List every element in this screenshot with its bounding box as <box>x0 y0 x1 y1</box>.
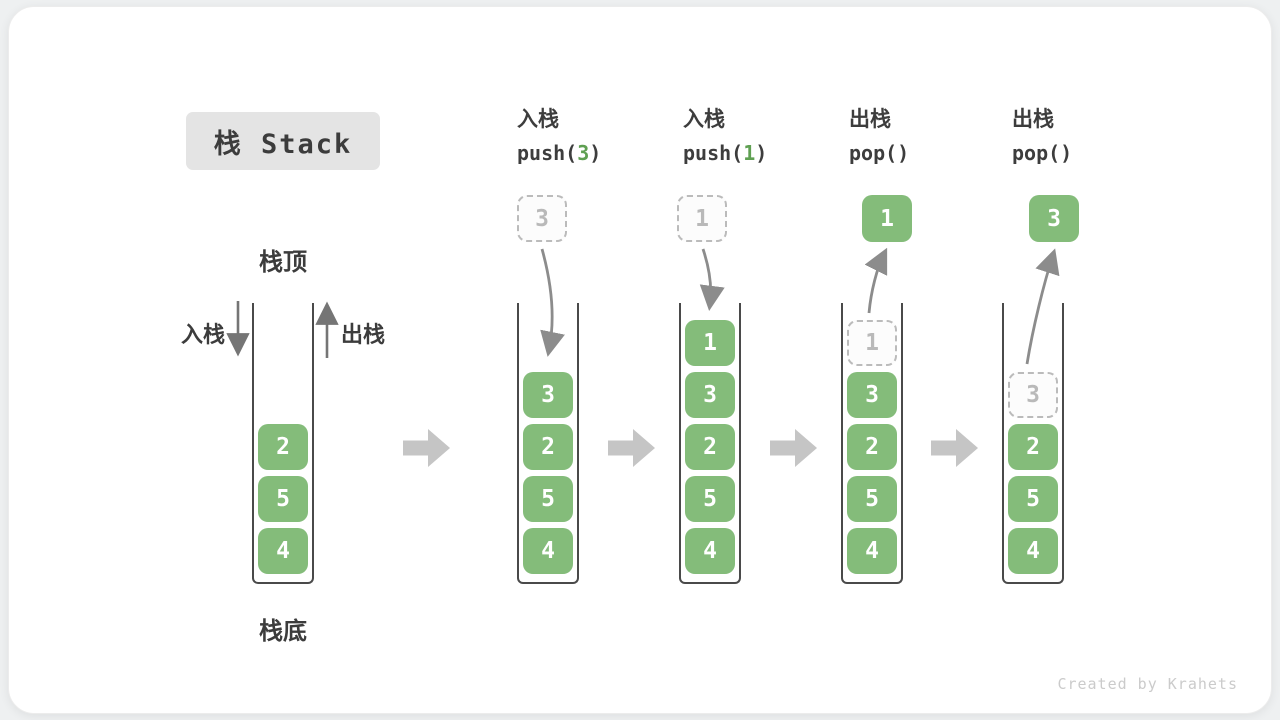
stack-cell: 4 <box>1008 528 1058 574</box>
stack-cell: 2 <box>685 424 735 470</box>
stack-cell: 5 <box>258 476 308 522</box>
operation-header-push-1: 入栈 push(1) <box>683 104 767 168</box>
operation-code: push(3) <box>517 138 601 168</box>
operation-cn-label: 入栈 <box>683 107 725 131</box>
code-fn: pop( <box>849 141 898 165</box>
operation-header-pop-1: 出栈 pop() <box>849 104 909 168</box>
stack-cell: 2 <box>523 424 573 470</box>
operation-code: pop() <box>1012 138 1072 168</box>
floating-cell-push-3: 3 <box>517 195 567 242</box>
stack-4-after-pop-1: 1 3 2 5 4 <box>841 303 903 584</box>
operation-code: push(1) <box>683 138 767 168</box>
stack-cell: 4 <box>685 528 735 574</box>
operation-cn-label: 出栈 <box>849 107 891 131</box>
operation-header-pop-2: 出栈 pop() <box>1012 104 1072 168</box>
pop-direction-label: 出栈 <box>341 323 386 348</box>
floating-cell-popped-3: 3 <box>1029 195 1079 242</box>
code-fn: pop( <box>1012 141 1061 165</box>
stack-cell: 3 <box>523 372 573 418</box>
floating-cell-push-1: 1 <box>677 195 727 242</box>
stack-cell: 4 <box>523 528 573 574</box>
stack-cell: 5 <box>1008 476 1058 522</box>
stack-cell: 5 <box>847 476 897 522</box>
stack-2-after-push-3: 3 2 5 4 <box>517 303 579 584</box>
stack-cell-ghost: 1 <box>847 320 897 366</box>
operation-cn-label: 入栈 <box>517 107 559 131</box>
code-close: ) <box>589 141 602 165</box>
stack-1-initial: 2 5 4 <box>252 303 314 584</box>
stack-cell-ghost: 3 <box>1008 372 1058 418</box>
stack-cell: 4 <box>847 528 897 574</box>
push-direction-label: 入栈 <box>181 323 226 348</box>
stack-cell: 2 <box>258 424 308 470</box>
operation-header-push-3: 入栈 push(3) <box>517 104 601 168</box>
stack-top-label: 栈顶 <box>259 248 307 276</box>
stack-cell: 5 <box>685 476 735 522</box>
stack-cell: 2 <box>1008 424 1058 470</box>
stack-cell: 4 <box>258 528 308 574</box>
operation-code: pop() <box>849 138 909 168</box>
code-fn: push( <box>683 141 744 165</box>
operation-cn-label: 出栈 <box>1012 107 1054 131</box>
code-arg: 3 <box>577 141 590 165</box>
code-close: ) <box>1060 141 1073 165</box>
stack-cell: 1 <box>685 320 735 366</box>
code-close: ) <box>897 141 910 165</box>
stack-cell: 5 <box>523 476 573 522</box>
stack-cell: 3 <box>847 372 897 418</box>
watermark: Created by Krahets <box>1057 675 1238 693</box>
diagram-title: 栈 Stack <box>186 112 380 170</box>
stack-bottom-label: 栈底 <box>259 617 307 645</box>
stack-cell: 3 <box>685 372 735 418</box>
code-fn: push( <box>517 141 578 165</box>
stack-3-after-push-1: 1 3 2 5 4 <box>679 303 741 584</box>
code-arg: 1 <box>743 141 756 165</box>
floating-cell-popped-1: 1 <box>862 195 912 242</box>
stack-cell: 2 <box>847 424 897 470</box>
code-close: ) <box>755 141 768 165</box>
stack-5-after-pop-3: 3 2 5 4 <box>1002 303 1064 584</box>
